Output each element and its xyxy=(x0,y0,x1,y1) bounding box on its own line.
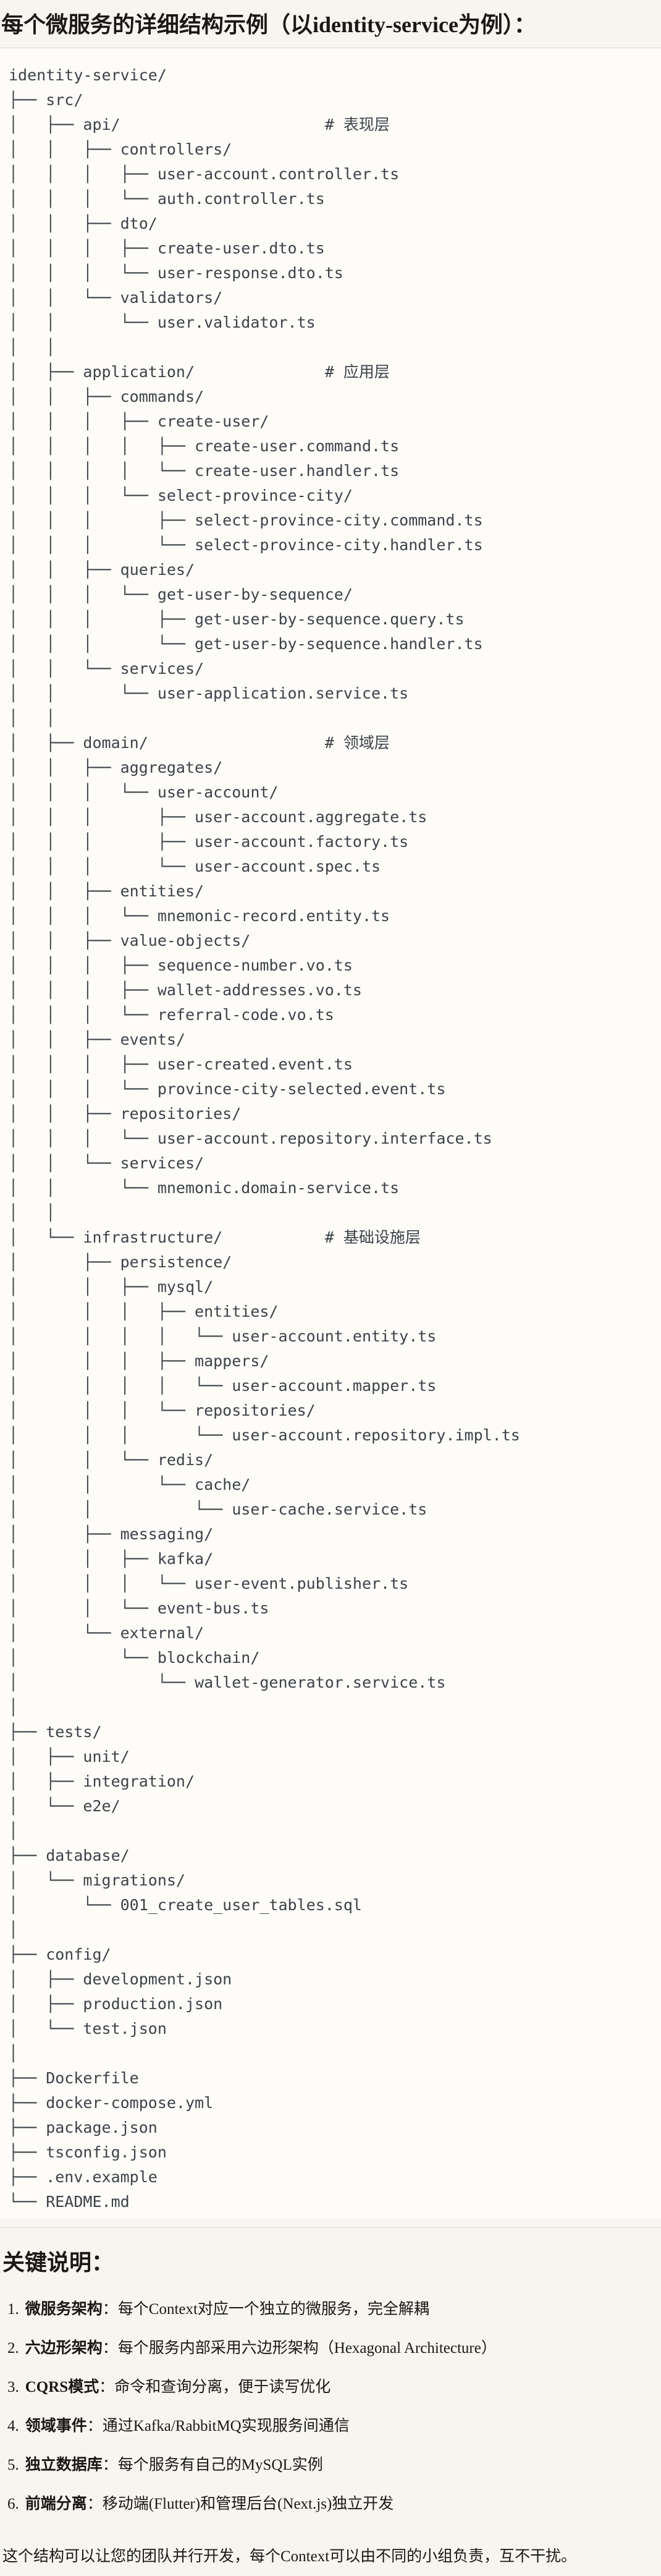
notes-list: 1. 微服务架构：每个Context对应一个独立的微服务，完全解耦 2. 六边形架构… xyxy=(2,2298,656,2515)
note-item: 6. 前端分离：移动端(Flutter)和管理后台(Next.js)独立开发 xyxy=(2,2493,656,2515)
note-number: 6. xyxy=(7,2496,19,2512)
note-number: 2. xyxy=(7,2340,19,2357)
tree-section: identity-service/ ├── src/ │ ├── api/ # … xyxy=(0,48,661,2219)
note-term: 六边形架构 xyxy=(25,2340,103,2357)
note-item: 3. CQRS模式：命令和查询分离，便于读写优化 xyxy=(2,2376,656,2398)
note-text: ：命令和查询分离，便于读写优化 xyxy=(99,2379,331,2395)
closing-note: 这个结构可以让您的团队并行开发，每个Context可以由不同的小组负责，互不干扰… xyxy=(2,2548,577,2565)
note-text: ：通过Kafka/RabbitMQ实现服务间通信 xyxy=(86,2418,350,2434)
note-number: 3. xyxy=(7,2379,19,2395)
note-term: CQRS模式 xyxy=(25,2379,99,2395)
divider-bottom xyxy=(0,2227,661,2228)
notes-heading: 关键说明： xyxy=(2,2250,114,2275)
note-term: 微服务架构 xyxy=(25,2301,103,2318)
note-text: ：每个服务有自己的MySQL实例 xyxy=(102,2457,323,2473)
note-text: ：移动端(Flutter)和管理后台(Next.js)独立开发 xyxy=(86,2496,394,2512)
note-item: 5. 独立数据库：每个服务有自己的MySQL实例 xyxy=(2,2454,656,2476)
note-term: 领域事件 xyxy=(25,2418,87,2434)
note-term: 前端分离 xyxy=(25,2496,87,2512)
note-number: 4. xyxy=(7,2418,19,2434)
note-text: ：每个服务内部采用六边形架构（Hexagonal Architecture） xyxy=(102,2340,497,2357)
note-number: 1. xyxy=(7,2301,19,2318)
page-header: 每个微服务的详细结构示例（以identity-service为例）： xyxy=(0,0,661,40)
page-title: 每个微服务的详细结构示例（以identity-service为例）： xyxy=(1,12,536,37)
note-item: 1. 微服务架构：每个Context对应一个独立的微服务，完全解耦 xyxy=(2,2298,656,2320)
file-tree: identity-service/ ├── src/ │ ├── api/ # … xyxy=(9,66,520,2211)
notes-section: 关键说明： 1. 微服务架构：每个Context对应一个独立的微服务，完全解耦 2… xyxy=(0,2249,661,2576)
note-item: 2. 六边形架构：每个服务内部采用六边形架构（Hexagonal Architec… xyxy=(2,2337,656,2359)
note-item: 4. 领域事件：通过Kafka/RabbitMQ实现服务间通信 xyxy=(2,2415,656,2437)
note-text: ：每个Context对应一个独立的微服务，完全解耦 xyxy=(102,2301,429,2318)
note-number: 5. xyxy=(7,2457,19,2473)
note-term: 独立数据库 xyxy=(25,2457,103,2473)
